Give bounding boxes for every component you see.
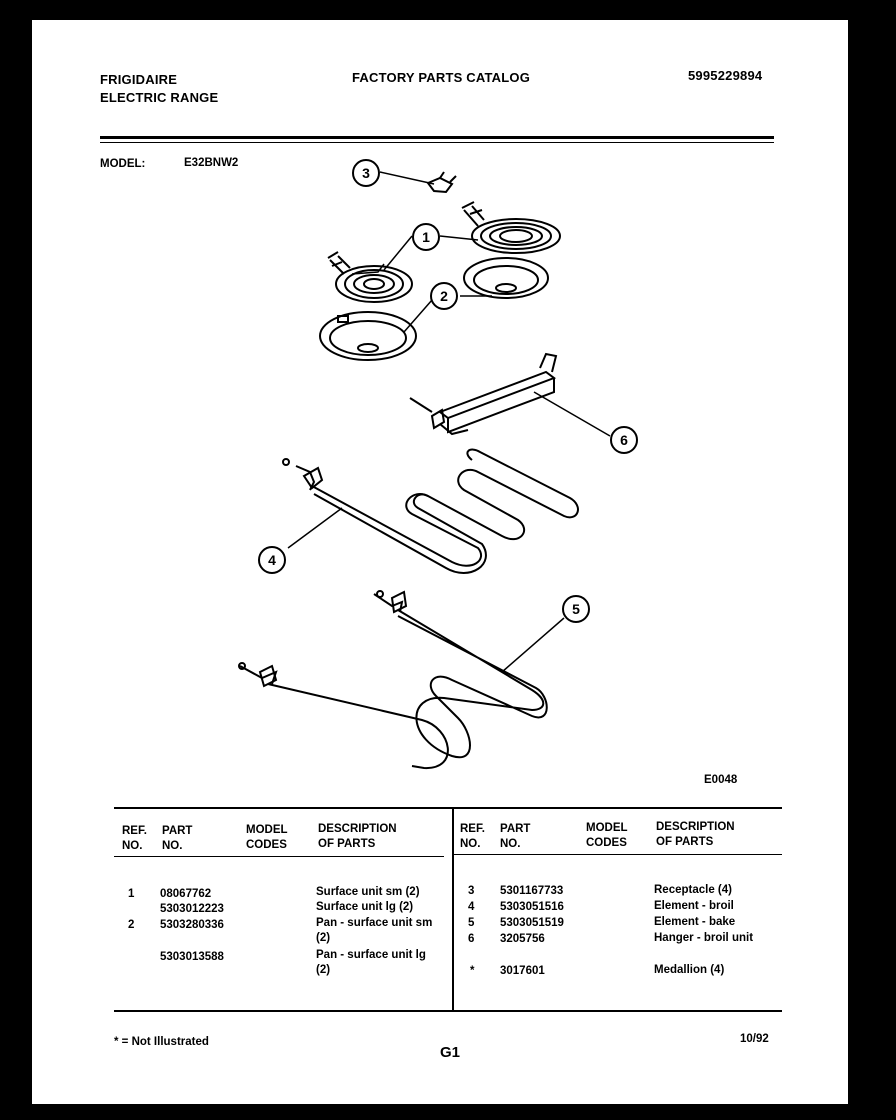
broil-element-drawing — [282, 448, 579, 574]
col-header-part-left: PART NO. — [162, 825, 193, 852]
table-divider — [452, 809, 454, 1011]
table-bottom-rule — [114, 1010, 782, 1012]
right-row-5-part: 3017601 — [500, 965, 545, 977]
drip-pan-left-drawing — [319, 311, 417, 361]
left-row-2-desc: Surface unit lg (2) — [316, 901, 414, 913]
table-top-rule — [114, 807, 782, 809]
catalog-number: 5995229894 — [688, 68, 763, 83]
callout-label-6: 6 — [620, 432, 628, 448]
revision-date: 10/92 — [740, 1033, 769, 1045]
col-header-ref-right: REF. NO. — [460, 823, 485, 850]
model-label: MODEL: — [100, 158, 146, 170]
left-row-3-part: 5303280336 — [160, 919, 224, 931]
right-row-4-ref: 6 — [468, 933, 475, 945]
right-row-3-desc: Element - bake — [654, 916, 736, 928]
header-rule-thick — [100, 136, 774, 139]
left-row-3-desc: Pan - surface unit sm (2) — [316, 917, 433, 944]
callout-5-circle — [562, 595, 590, 623]
col-header-ref-left: REF. NO. — [122, 825, 147, 852]
surface-unit-large-drawing — [461, 201, 561, 254]
right-row-3-ref: 5 — [468, 917, 475, 929]
right-row-1-ref: 3 — [468, 885, 475, 897]
catalog-title: FACTORY PARTS CATALOG — [352, 70, 531, 85]
left-row-1-ref: 1 — [128, 888, 135, 900]
col-header-model-left: MODEL CODES — [246, 824, 288, 851]
left-row-4-desc: Pan - surface unit lg (2) — [316, 949, 426, 976]
col-header-desc-left: DESCRIPTION OF PARTS — [318, 823, 397, 850]
right-row-4-desc: Hanger - broil unit — [654, 932, 754, 944]
catalog-page: FRIGIDAIRE ELECTRIC RANGE FACTORY PARTS … — [32, 20, 848, 1104]
col-header-desc-right: DESCRIPTION OF PARTS — [656, 821, 735, 848]
callout-4-circle — [258, 546, 286, 574]
right-row-3-part: 5303051519 — [500, 917, 564, 929]
brand-name: FRIGIDAIRE — [100, 72, 178, 87]
bake-element-drawing — [238, 590, 548, 770]
left-row-2-part: 5303012223 — [160, 903, 224, 915]
right-row-2-desc: Element - broil — [654, 900, 734, 912]
col-header-part-right: PART NO. — [500, 823, 531, 850]
callout-3-circle — [352, 159, 380, 187]
exploded-parts-diagram: 1 2 3 4 5 6 — [238, 159, 638, 770]
model-value: E32BNW2 — [184, 157, 239, 169]
left-row-1-desc: Surface unit sm (2) — [316, 886, 420, 898]
left-row-3-ref: 2 — [128, 919, 135, 931]
table-header-rule-left — [114, 856, 444, 857]
callout-6-circle — [610, 426, 638, 454]
not-illustrated-note: * = Not Illustrated — [114, 1036, 209, 1048]
left-row-4-part: 5303013588 — [160, 951, 224, 963]
right-row-1-part: 5301167733 — [500, 885, 564, 897]
callout-label-1: 1 — [422, 229, 430, 245]
callout-label-4: 4 — [268, 552, 276, 568]
page-code: G1 — [440, 1044, 461, 1061]
right-row-2-part: 5303051516 — [500, 901, 564, 913]
left-row-1-part: 08067762 — [160, 888, 212, 900]
callout-label-5: 5 — [572, 601, 580, 617]
right-row-5-ref: * — [470, 965, 475, 977]
right-row-2-ref: 4 — [468, 901, 475, 913]
callout-label-3: 3 — [362, 165, 370, 181]
surface-unit-small-drawing — [327, 251, 413, 303]
col-header-model-right: MODEL CODES — [586, 822, 628, 849]
callout-2-circle — [430, 282, 458, 310]
right-row-5-desc: Medallion (4) — [654, 964, 725, 976]
product-type: ELECTRIC RANGE — [100, 90, 219, 105]
table-header-rule-right — [454, 854, 782, 855]
callout-label-2: 2 — [440, 288, 448, 304]
right-row-4-part: 3205756 — [500, 933, 545, 945]
drip-pan-right-drawing — [463, 257, 549, 299]
header-rule-thin — [100, 142, 774, 143]
figure-code: E0048 — [704, 774, 738, 786]
right-row-1-desc: Receptacle (4) — [654, 884, 732, 896]
broil-hanger-drawing — [409, 352, 558, 436]
callout-1-circle — [412, 223, 440, 251]
